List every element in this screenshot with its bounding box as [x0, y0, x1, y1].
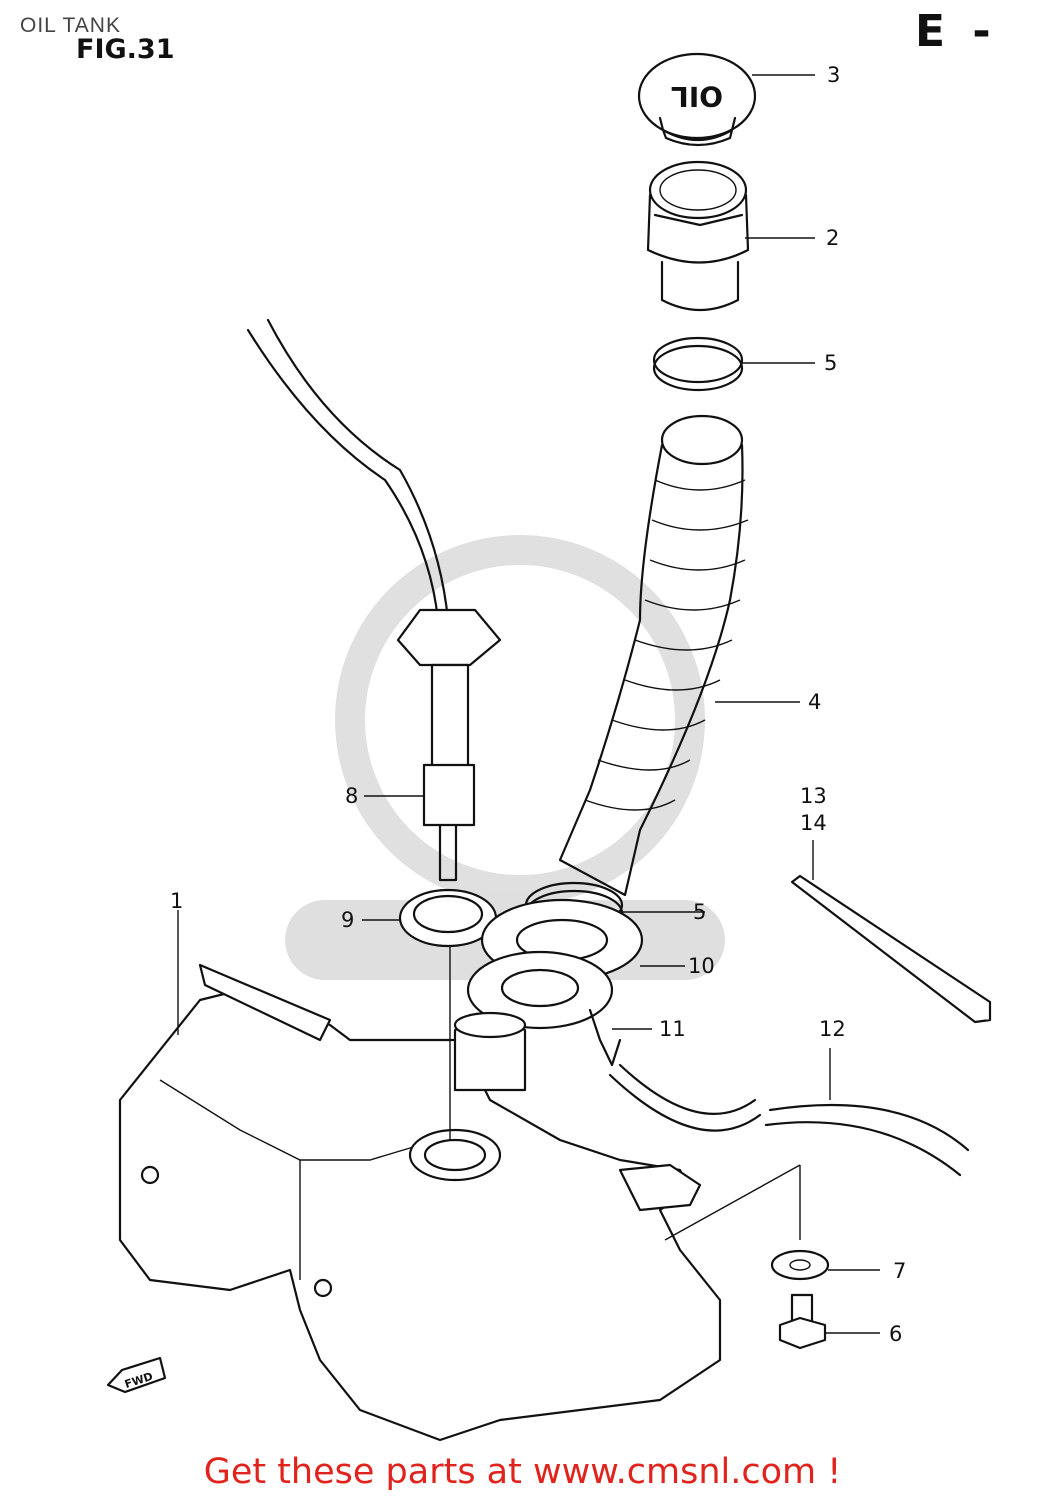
callout-4: 4 [808, 690, 821, 714]
cable-tie [790, 874, 992, 1024]
figure-label: FIG.31 [76, 34, 175, 65]
callout-5-lower: 5 [693, 900, 706, 924]
region-code: E - [915, 6, 997, 57]
callout-11: 11 [659, 1017, 686, 1041]
callout-5-upper: 5 [824, 351, 837, 375]
oil-filler-cap: OIL [637, 52, 757, 147]
callout-9: 9 [341, 908, 354, 932]
callouts: 1 2 3 4 5 5 6 7 8 9 10 11 12 13 14 [170, 63, 906, 1346]
section-title: OIL TANK [20, 14, 121, 37]
filler-hose [558, 414, 749, 897]
leader-lines [177, 74, 880, 1334]
callout-13: 13 [800, 784, 827, 808]
filler-neck [646, 160, 750, 312]
callout-10: 10 [688, 954, 715, 978]
callout-14: 14 [800, 811, 827, 835]
footer-link[interactable]: Get these parts at www.cmsnl.com ! [203, 1452, 842, 1492]
tank-neck-flange [466, 950, 622, 1067]
washer [770, 1249, 830, 1281]
callout-1: 1 [170, 889, 183, 913]
callout-12: 12 [819, 1017, 846, 1041]
oil-tank-body [118, 963, 722, 1442]
oil-level-sensor [246, 318, 502, 882]
mounting-bolt [778, 1293, 827, 1350]
callout-7: 7 [893, 1259, 906, 1283]
breather-hose [608, 1063, 970, 1177]
callout-8: 8 [345, 784, 358, 808]
callout-3: 3 [827, 63, 840, 87]
forward-direction-arrow: FWD [106, 1356, 167, 1394]
hose-clamp-upper [652, 336, 744, 392]
callout-2: 2 [826, 226, 839, 250]
cap-marking: OIL [671, 80, 723, 113]
o-ring-gasket [398, 888, 498, 948]
callout-6: 6 [889, 1322, 902, 1346]
